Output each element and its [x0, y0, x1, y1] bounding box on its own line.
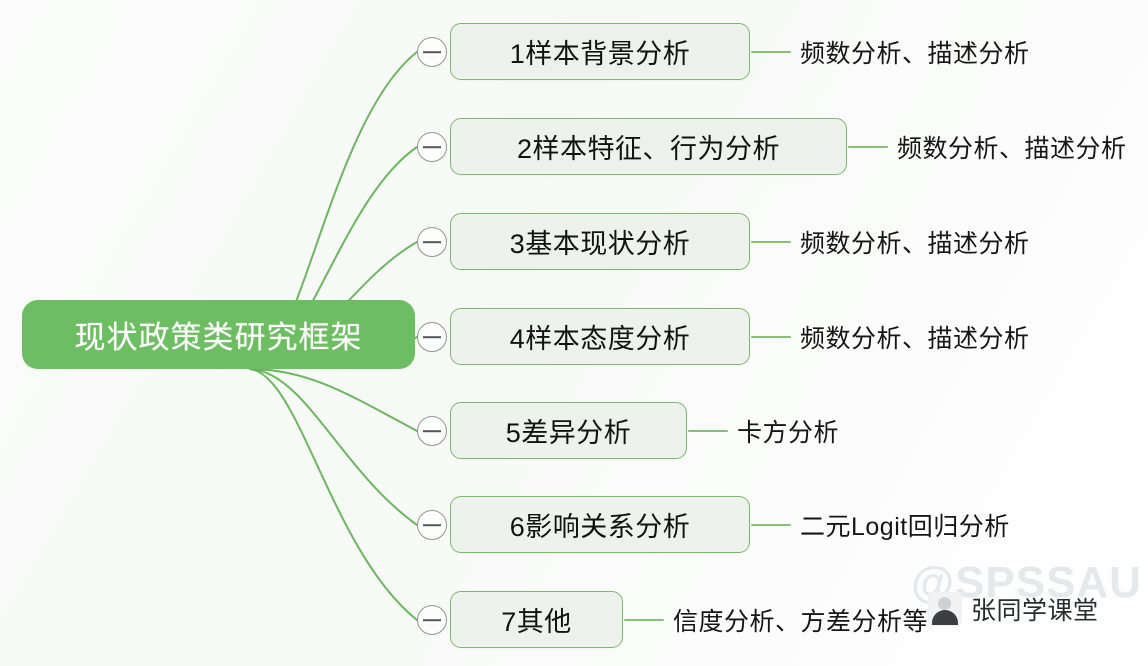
root-node-label: 现状政策类研究框架 — [74, 320, 363, 355]
edge-root-to-branch-5 — [251, 368, 418, 432]
leaf-node-2[interactable]: 频数分析、描述分析 — [897, 135, 1127, 163]
edge-root-to-branch-7 — [249, 368, 418, 621]
collapse-toggle-branch-1[interactable] — [417, 37, 447, 67]
branch-node-4[interactable]: 4样本态度分析 — [450, 308, 750, 365]
branch-node-2[interactable]: 2样本特征、行为分析 — [450, 118, 847, 175]
branch-node-3[interactable]: 3基本现状分析 — [450, 213, 750, 270]
leaf-node-6[interactable]: 二元Logit回归分析 — [800, 513, 1010, 541]
branch-node-6[interactable]: 6影响关系分析 — [450, 496, 750, 553]
branch-node-1[interactable]: 1样本背景分析 — [450, 23, 750, 80]
account-watermark: 张同学课堂 — [928, 591, 1099, 627]
branch-node-3-label: 3基本现状分析 — [509, 229, 691, 259]
collapse-toggle-branch-2[interactable] — [417, 132, 447, 162]
root-node[interactable]: 现状政策类研究框架 — [22, 300, 415, 369]
leaf-node-4[interactable]: 频数分析、描述分析 — [800, 325, 1030, 353]
branch-node-1-label: 1样本背景分析 — [509, 39, 691, 69]
user-avatar-icon — [928, 592, 962, 626]
collapse-toggle-branch-6[interactable] — [417, 510, 447, 540]
collapse-toggle-branch-7[interactable] — [417, 605, 447, 635]
branch-node-7[interactable]: 7其他 — [450, 591, 623, 648]
branch-node-6-label: 6影响关系分析 — [509, 512, 691, 542]
branch-node-5-label: 5差异分析 — [505, 418, 632, 448]
edge-root-to-branch-6 — [249, 368, 418, 526]
collapse-toggle-branch-5[interactable] — [417, 416, 447, 446]
collapse-toggle-branch-3[interactable] — [417, 227, 447, 257]
branch-node-2-label: 2样本特征、行为分析 — [516, 134, 781, 164]
leaf-node-1[interactable]: 频数分析、描述分析 — [800, 40, 1030, 68]
leaf-node-7[interactable]: 信度分析、方差分析等 — [673, 608, 929, 636]
leaf-node-3[interactable]: 频数分析、描述分析 — [800, 230, 1030, 258]
collapse-toggle-branch-4[interactable] — [417, 322, 447, 352]
branch-node-7-label: 7其他 — [501, 607, 572, 637]
branch-node-4-label: 4样本态度分析 — [509, 324, 691, 354]
leaf-node-5[interactable]: 卡方分析 — [737, 419, 840, 447]
branch-node-5[interactable]: 5差异分析 — [450, 402, 687, 459]
account-name-label: 张同学课堂 — [971, 597, 1099, 625]
